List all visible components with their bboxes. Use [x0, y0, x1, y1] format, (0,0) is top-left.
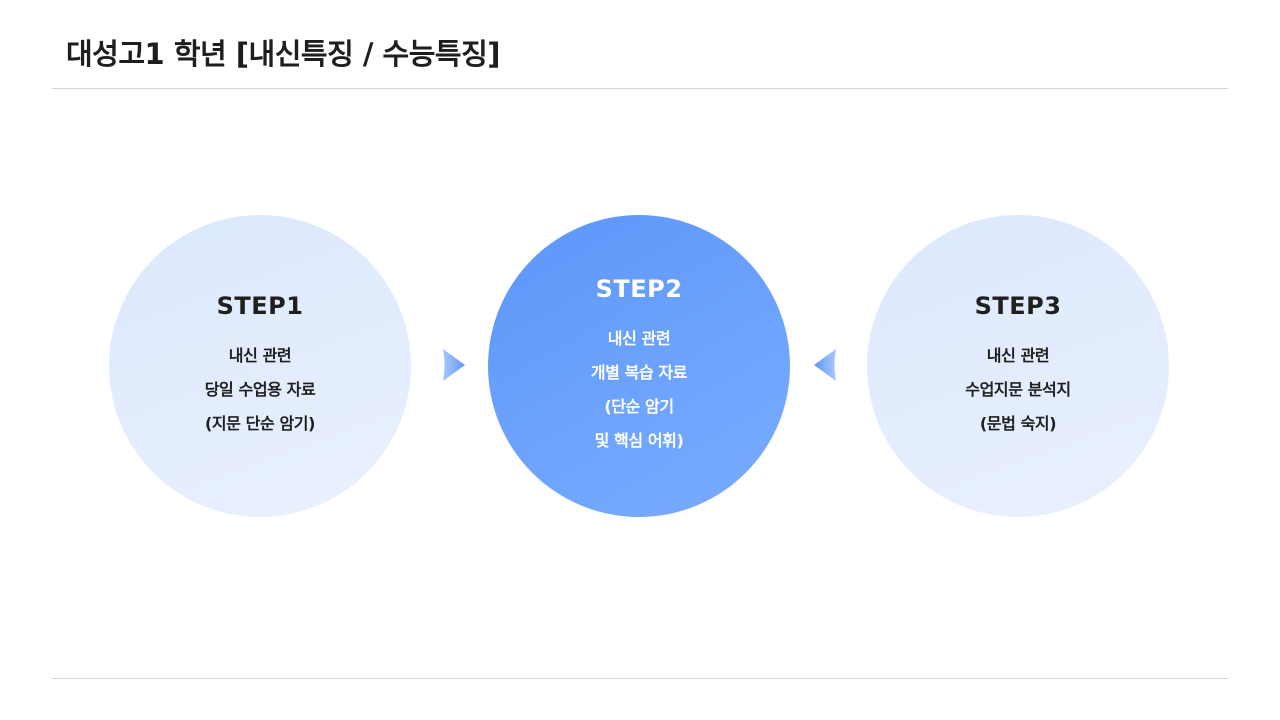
step2-line-4: 및 핵심 어휘) [594, 431, 684, 450]
step2-circle: STEP2 내신 관련 개별 복습 자료 (단순 암기 및 핵심 어휘) [488, 215, 790, 517]
step2-line-3: (단순 암기 [604, 397, 674, 416]
step1-line-2: 당일 수업용 자료 [204, 380, 316, 399]
header-divider [52, 88, 1228, 89]
step3-circle: STEP3 내신 관련 수업지문 분석지 (문법 숙지) [867, 215, 1169, 517]
step1-title: STEP1 [216, 292, 304, 320]
step1-line-1: 내신 관련 [228, 346, 292, 365]
step2-line-1: 내신 관련 [607, 329, 671, 348]
triangle-left-icon [814, 349, 836, 381]
step2-line-2: 개별 복습 자료 [590, 363, 688, 382]
step3-line-3: (문법 숙지) [979, 414, 1057, 433]
step3-title: STEP3 [974, 292, 1062, 320]
step1-line-3: (지문 단순 암기) [204, 414, 316, 433]
step2-title: STEP2 [595, 275, 683, 303]
footer-divider [52, 678, 1228, 679]
page-title: 대성고1 학년 [내신특징 / 수능특징] [66, 37, 501, 71]
step1-circle: STEP1 내신 관련 당일 수업용 자료 (지문 단순 암기) [109, 215, 411, 517]
step3-line-1: 내신 관련 [986, 346, 1050, 365]
triangle-right-icon [443, 349, 465, 381]
step3-line-2: 수업지문 분석지 [965, 380, 1071, 399]
